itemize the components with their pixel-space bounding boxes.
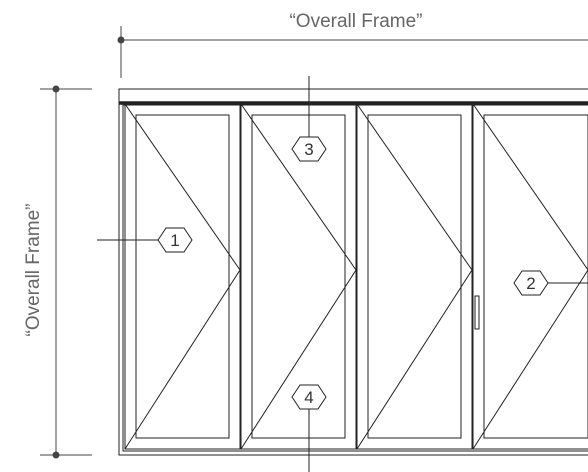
vertical-dimension bbox=[40, 85, 92, 459]
panel-4-outline bbox=[472, 103, 588, 450]
door-handle bbox=[474, 295, 480, 330]
callout-3-label: 3 bbox=[304, 140, 313, 159]
vertical-dimension-label: “Overall Frame” bbox=[23, 203, 44, 336]
callout-1: 1 bbox=[97, 227, 193, 253]
callout-4-label: 4 bbox=[304, 388, 313, 407]
horizontal-dimension bbox=[117, 26, 588, 78]
callout-2: 2 bbox=[513, 270, 588, 296]
door-panel-4 bbox=[472, 103, 588, 450]
panel-2-outline bbox=[240, 103, 357, 450]
callout-2-hexagon bbox=[513, 270, 549, 296]
horizontal-dimension-dot bbox=[117, 36, 125, 44]
callout-4: 4 bbox=[291, 384, 327, 472]
panel-4-swing-lines bbox=[472, 103, 588, 450]
panel-1-glass bbox=[135, 114, 230, 439]
callout-2-label: 2 bbox=[526, 274, 535, 293]
panel-3-outline bbox=[356, 103, 473, 450]
callout-1-label: 1 bbox=[170, 231, 179, 250]
callout-4-hexagon bbox=[291, 384, 327, 410]
callout-3-hexagon bbox=[291, 136, 327, 162]
callout-3: 3 bbox=[291, 76, 327, 162]
panel-2-swing-lines bbox=[240, 103, 357, 450]
inner-frame bbox=[122, 104, 588, 452]
panel-3-glass bbox=[367, 114, 462, 439]
door-panel-2 bbox=[240, 103, 357, 450]
horizontal-dimension-label: “Overall Frame” bbox=[289, 11, 422, 32]
panel-1-swing-lines bbox=[124, 103, 241, 450]
vertical-dimension-dot-top bbox=[52, 85, 60, 93]
door-frame bbox=[118, 88, 588, 456]
panel-1-outline bbox=[124, 103, 241, 450]
door-panel-1 bbox=[124, 103, 241, 450]
callout-1-hexagon bbox=[157, 227, 193, 253]
outer-frame bbox=[118, 88, 588, 456]
panel-4-glass bbox=[483, 114, 588, 439]
panel-2-glass bbox=[251, 114, 346, 439]
door-panel-3 bbox=[356, 103, 473, 450]
panel-3-swing-lines bbox=[356, 103, 473, 450]
vertical-dimension-dot-bottom bbox=[52, 451, 60, 459]
